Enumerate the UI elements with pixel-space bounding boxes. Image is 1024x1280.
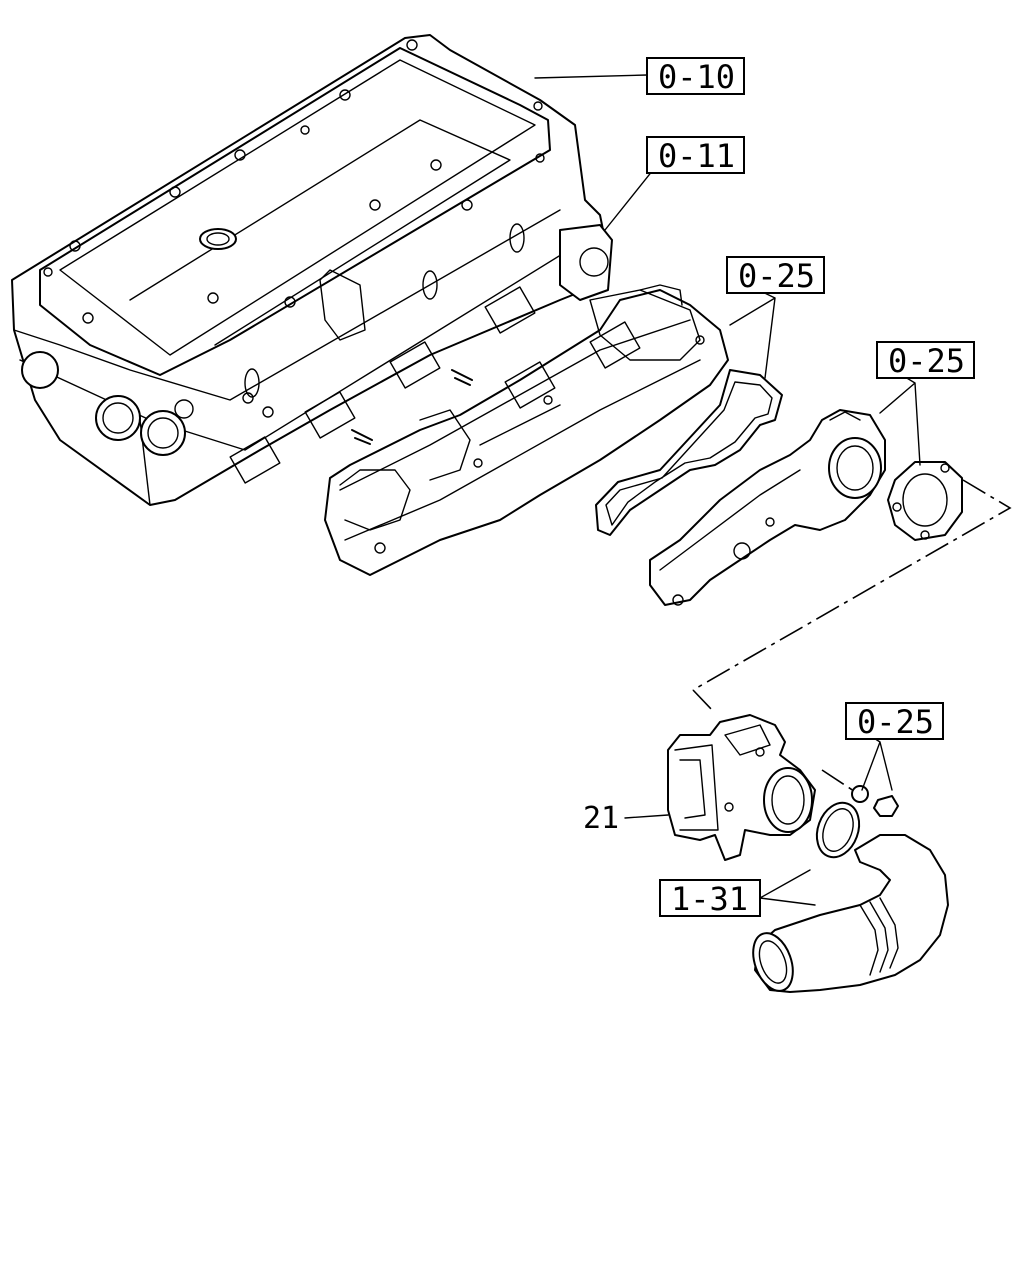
callout-label: 0-25 <box>857 703 934 741</box>
callout-label: 0-10 <box>658 58 735 96</box>
callout-label: 0-25 <box>888 342 965 380</box>
manifold-gasket <box>595 369 783 536</box>
assembly-centerline <box>692 479 1012 711</box>
callout-cylinder-head: 0-10 <box>646 57 745 96</box>
throttle-body <box>667 714 816 861</box>
callout-hose: 1-31 <box>659 879 761 918</box>
item-number-throttle-body: 21 <box>583 801 619 836</box>
callout-label: 0-11 <box>658 137 735 175</box>
intake-adapter <box>649 409 886 606</box>
callout-throttle-hardware: 0-25 <box>845 702 944 741</box>
callout-manifold-gasket: 0-25 <box>726 256 825 295</box>
throttle-hardware <box>821 769 899 817</box>
callout-label: 0-25 <box>738 257 815 295</box>
hose-clamp <box>815 801 861 859</box>
cylinder-head <box>11 34 613 506</box>
callout-flange-gasket: 0-25 <box>876 341 975 380</box>
callout-head-gasket: 0-11 <box>646 136 745 175</box>
intake-hose <box>752 834 949 993</box>
intake-manifold <box>324 284 729 576</box>
flange-gasket <box>887 461 963 541</box>
callout-label: 1-31 <box>671 880 748 918</box>
